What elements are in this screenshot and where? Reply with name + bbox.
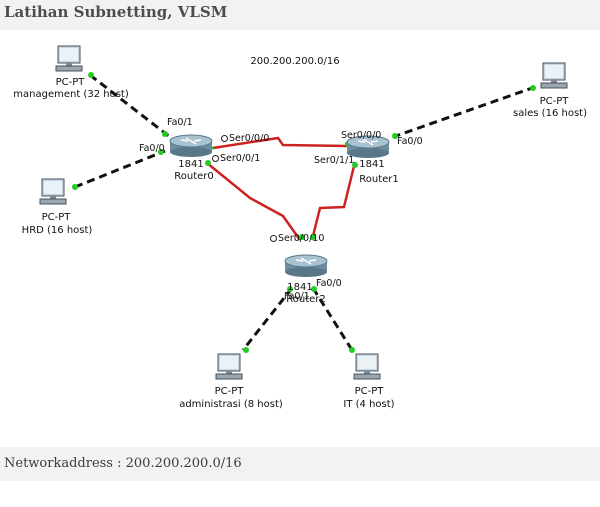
router0[interactable] <box>168 132 214 158</box>
link-light <box>162 131 168 137</box>
topology-canvas[interactable]: 200.200.200.0/16 1841 Router0 1841 Route… <box>0 30 600 440</box>
router0-ser000-label: Ser0/0/0 <box>221 134 269 144</box>
pc-management[interactable] <box>54 44 84 74</box>
router2-fa00-label: Fa0/0 <box>316 278 342 289</box>
link-light <box>299 234 305 240</box>
router-icon <box>169 134 213 157</box>
link-light <box>352 162 358 168</box>
link-light <box>311 286 317 292</box>
footer-bar: Networkaddress : 200.200.200.0/16 <box>0 447 600 481</box>
topology-links <box>74 73 536 351</box>
link-light <box>392 133 398 139</box>
link-management-router0 <box>89 73 171 139</box>
router1[interactable] <box>345 133 391 159</box>
pc-sales[interactable] <box>539 61 569 91</box>
router-icon <box>346 135 390 158</box>
clock-icon <box>212 155 219 162</box>
link-light <box>349 347 355 353</box>
pc-sales-type: PC-PT <box>539 96 569 107</box>
router1-ser000-label: Ser0/0/0 <box>341 130 382 141</box>
link-light <box>287 286 293 292</box>
pc-it[interactable] <box>352 352 382 382</box>
pc-administrasi-type: PC-PT <box>214 386 244 397</box>
router1-fa00-label: Fa0/0 <box>397 136 423 147</box>
pc-sales-name: sales (16 host) <box>513 108 587 119</box>
router0-model: 1841 <box>178 159 204 170</box>
router2[interactable] <box>283 252 329 278</box>
router0-name: Router0 <box>174 171 214 182</box>
router1-ser011-label: Ser0/1/1 <box>314 155 355 166</box>
router-icon <box>284 254 328 277</box>
link-light <box>72 184 78 190</box>
link-administrasi-router2 <box>241 287 294 351</box>
pc-icon <box>353 353 381 380</box>
router0-fa00-label: Fa0/0 <box>139 143 165 154</box>
router0-ser001-label: Ser0/0/1 <box>212 154 260 164</box>
pc-icon <box>39 178 67 205</box>
network-address-caption: Networkaddress : 200.200.200.0/16 <box>4 456 242 471</box>
clock-icon <box>221 135 228 142</box>
router2-ser-label: Ser0/0/10 <box>270 234 324 244</box>
network-address-label: 200.200.200.0/16 <box>250 56 340 67</box>
pc-management-type: PC-PT <box>55 77 85 88</box>
pc-administrasi-name: administrasi (8 host) <box>179 399 283 410</box>
router1-model: 1841 <box>359 159 385 170</box>
link-hrd-router0 <box>74 149 166 189</box>
router2-model: 1841 <box>287 282 313 293</box>
link-light <box>310 234 316 240</box>
clock-icon <box>270 235 277 242</box>
link-router0-router1 <box>212 136 349 150</box>
router2-fa01-label: Fa0/1 <box>284 291 310 302</box>
pc-hrd-name: HRD (16 host) <box>21 225 93 236</box>
pc-it-type: PC-PT <box>354 386 384 397</box>
link-light <box>158 149 164 155</box>
link-router1-router2 <box>310 161 357 241</box>
pc-icon <box>540 62 568 89</box>
router0-fa01-label: Fa0/1 <box>167 117 193 128</box>
link-router0-router2 <box>206 162 302 241</box>
page-title: Latihan Subnetting, VLSM <box>4 3 228 21</box>
pc-icon <box>55 45 83 72</box>
router2-name: Router2 <box>286 294 326 305</box>
pc-management-name: management (32 host) <box>13 89 129 100</box>
link-light <box>205 160 211 166</box>
router1-name: Router1 <box>359 174 399 185</box>
link-light <box>530 85 536 91</box>
pc-hrd-type: PC-PT <box>41 212 71 223</box>
header-bar: Latihan Subnetting, VLSM <box>0 0 600 30</box>
pc-it-name: IT (4 host) <box>343 399 395 410</box>
pc-icon <box>215 353 243 380</box>
link-light <box>243 347 249 353</box>
link-light <box>88 72 94 78</box>
pc-administrasi[interactable] <box>214 352 244 382</box>
pc-hrd[interactable] <box>38 177 68 207</box>
